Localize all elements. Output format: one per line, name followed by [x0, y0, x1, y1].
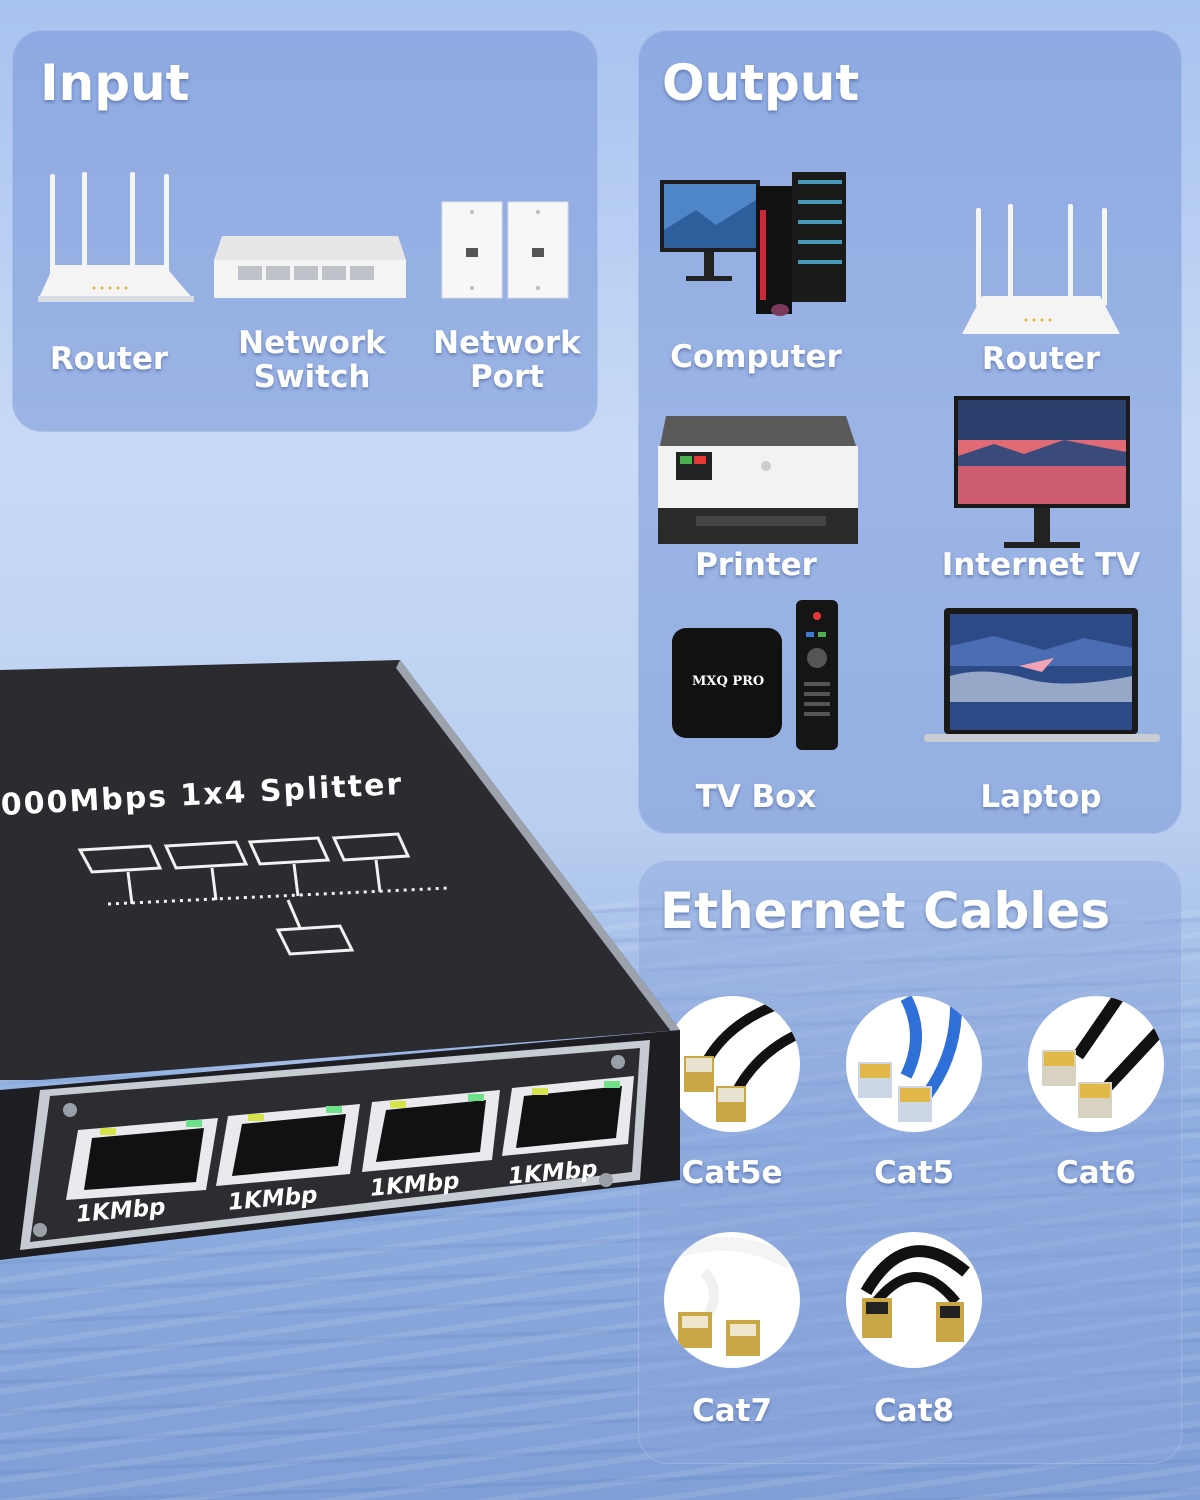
topology-diagram-icon: [77, 832, 449, 956]
laptop-icon: [924, 608, 1160, 742]
output-panel: Output Computer Router Printer: [638, 30, 1182, 834]
input-port-line1: Network: [433, 325, 581, 361]
output-router-label: Router: [981, 341, 1101, 377]
cat5e-plug-icon: [684, 1001, 797, 1122]
cable-cat5e-label: Cat5e: [681, 1155, 783, 1191]
output-computer-label: Computer: [670, 339, 842, 375]
input-port-line2: Port: [469, 359, 545, 395]
cat5e-cable-image: [664, 996, 800, 1132]
output-tvbox-label: TV Box: [695, 779, 817, 815]
output-laptop-label: Laptop: [980, 779, 1102, 815]
cables-title: Ethernet Cables: [660, 882, 1111, 940]
wall-port-icon: [441, 201, 569, 299]
cable-cat7-label: Cat7: [691, 1393, 773, 1429]
cat7-cable-image: [664, 1232, 800, 1368]
input-switch-label: Network Switch: [222, 326, 402, 394]
cable-cat8-label: Cat8: [873, 1393, 955, 1429]
cat5-cable-image: [846, 996, 982, 1132]
cat7-plug-icon: [671, 1237, 794, 1356]
router-out-icon: [962, 204, 1120, 334]
splitter-device: [0, 660, 680, 1260]
cat5-plug-icon: [858, 996, 962, 1122]
network-switch-icon: [214, 236, 406, 298]
input-panel: Input Router Network Switch Network P: [12, 30, 598, 432]
input-router-label: Router: [49, 341, 169, 377]
cat6-cable-image: [1028, 996, 1164, 1132]
cables-panel: Ethernet Cables Cat5e Cat5 Cat6: [638, 860, 1182, 1464]
printer-icon: [658, 416, 858, 544]
tv-box-icon: [672, 600, 838, 750]
tv-icon: [954, 396, 1130, 548]
ethernet-ports: [66, 1076, 634, 1200]
cat6-plug-icon: [1042, 996, 1164, 1118]
tv-box-brand: MXQ PRO: [692, 674, 765, 689]
input-switch-line1: Network: [238, 325, 386, 361]
router-icon: [38, 172, 194, 302]
output-title: Output: [662, 54, 860, 112]
output-printer-label: Printer: [695, 547, 817, 583]
input-switch-line2: Switch: [253, 359, 371, 395]
output-tv-label: Internet TV: [941, 547, 1141, 583]
cable-cat6-label: Cat6: [1055, 1155, 1137, 1191]
cat8-cable-image: [846, 1232, 982, 1368]
cat8-plug-icon: [860, 1245, 970, 1342]
cable-cat5-label: Cat5: [873, 1155, 955, 1191]
computer-icon: [660, 172, 846, 316]
input-title: Input: [40, 54, 190, 112]
input-port-label: Network Port: [422, 326, 592, 394]
